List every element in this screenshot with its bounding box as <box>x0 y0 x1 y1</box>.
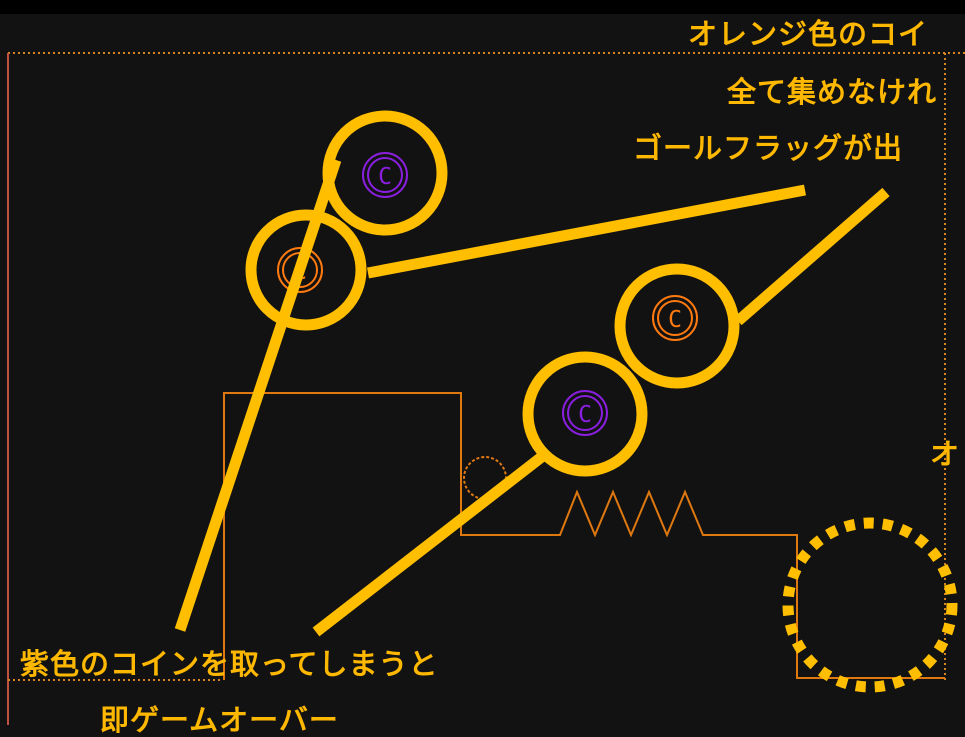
coin-orange-right[interactable]: C <box>652 295 698 341</box>
top-bar <box>0 0 965 14</box>
label-orange-coin-line2: 全て集めなけれ <box>727 75 938 109</box>
highlight-ring-purple-bottom <box>522 351 648 477</box>
pointer-line-purple-top <box>174 158 342 632</box>
exit-ring-icon <box>782 517 958 693</box>
coin-purple-top[interactable]: C <box>362 152 408 198</box>
pointer-line-purple-bottom <box>312 447 552 637</box>
highlight-ring-orange-left <box>245 209 367 331</box>
coin-purple-bottom[interactable]: C <box>562 390 608 436</box>
pointer-line-orange-left <box>366 184 807 279</box>
coin-symbol: C <box>578 402 592 428</box>
pointer-line-orange-right <box>734 187 890 326</box>
coin-symbol: C <box>378 164 392 190</box>
coin-symbol: C <box>668 307 682 333</box>
highlight-ring-orange-right <box>614 263 740 389</box>
label-orange-coin-line3: ゴールフラッグが出 <box>633 131 904 165</box>
label-orange-coin-line1: オレンジ色のコイ <box>688 17 929 51</box>
label-purple-coin-line2: 即ゲームオーバー <box>100 703 339 737</box>
terrain-outline <box>223 392 945 680</box>
label-right-partial: オ <box>930 437 961 471</box>
label-purple-coin-line1: 紫色のコインを取ってしまうと <box>20 647 439 681</box>
